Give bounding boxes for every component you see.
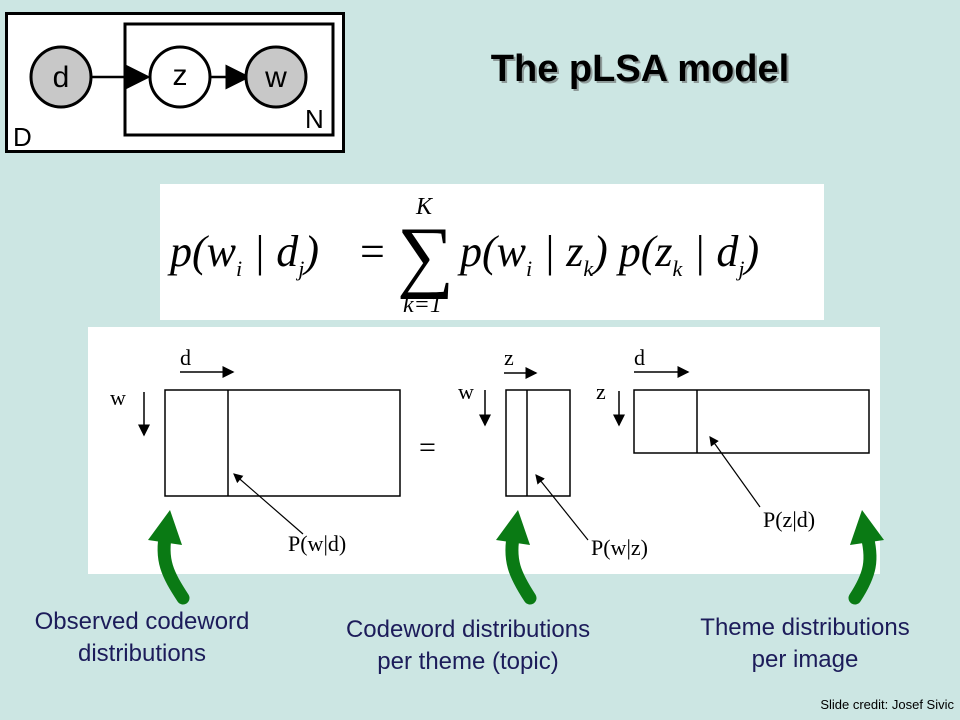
node-z-label: z bbox=[173, 59, 188, 92]
matrix1-pointer bbox=[233, 473, 304, 535]
matrix-factorization: d w P(w|d) = z w P(w|z) d z P(z|d) bbox=[110, 345, 870, 560]
caption-theme: Theme distributions per image bbox=[670, 612, 940, 676]
sum-symbol: ∑ bbox=[397, 212, 454, 300]
matrix-diagram: d w P(w|d) = z w P(w|z) d z P(z|d) bbox=[88, 327, 880, 574]
plate-d-label: D bbox=[13, 122, 32, 150]
arrow-codeword-head bbox=[496, 510, 530, 545]
caption-observed: Observed codeword distributions bbox=[12, 606, 272, 670]
node-w bbox=[244, 45, 308, 109]
caption-observed-line2: distributions bbox=[77, 640, 207, 667]
arrow-theme-head bbox=[850, 510, 884, 545]
node-z bbox=[148, 45, 212, 109]
sum-lower: k=1 bbox=[403, 292, 442, 318]
matrix3-pointer bbox=[709, 436, 761, 508]
graphical-model: d z w N D bbox=[5, 12, 345, 153]
matrix3-caption: P(z|d) bbox=[763, 507, 815, 532]
plate-n bbox=[123, 22, 335, 137]
formula-equals: = bbox=[360, 227, 385, 276]
matrix1-col-label: d bbox=[180, 345, 191, 370]
matrix1 bbox=[164, 389, 401, 497]
matrix1-caption: P(w|d) bbox=[288, 531, 346, 556]
arrow-observed-head bbox=[148, 510, 182, 545]
matrix3-col-label: d bbox=[634, 345, 645, 370]
sum-upper: K bbox=[415, 194, 434, 220]
matrix2 bbox=[505, 389, 571, 497]
caption-theme-line2: per image bbox=[751, 646, 859, 673]
caption-theme-line1: Theme distributions bbox=[700, 614, 910, 641]
node-d-label: d bbox=[53, 61, 70, 94]
node-d bbox=[29, 45, 93, 109]
matrix3-row-label: z bbox=[596, 379, 606, 404]
caption-codeword: Codeword distributions per theme (topic) bbox=[318, 614, 618, 678]
matrix2-pointer bbox=[535, 474, 589, 541]
caption-codeword-line1: Codeword distributions bbox=[345, 616, 591, 643]
matrix3 bbox=[633, 389, 870, 454]
node-w-label: w bbox=[264, 61, 287, 94]
matrix2-caption: P(w|z) bbox=[591, 535, 648, 560]
caption-codeword-line2: per theme (topic) bbox=[377, 648, 559, 675]
formula-rhs: p(wi | zk) p(zk | dj) bbox=[457, 227, 759, 281]
plate-diagram: d z w N D bbox=[13, 22, 335, 152]
matrix1-row-label: w bbox=[110, 385, 126, 410]
slide-title: The pLSA model bbox=[490, 48, 790, 90]
slide-credit: Slide credit: Josef Sivic bbox=[820, 697, 954, 712]
equals-sign: = bbox=[419, 431, 436, 464]
plate-n-label: N bbox=[305, 104, 324, 134]
formula-box: p(wi | dj) = ∑ K k=1 p(wi | zk) p(zk | d… bbox=[160, 184, 824, 320]
matrix2-col-label: z bbox=[504, 345, 514, 370]
caption-observed-line1: Observed codeword bbox=[34, 608, 250, 635]
formula-lhs: p(wi | dj) bbox=[167, 227, 319, 281]
matrix2-row-label: w bbox=[458, 379, 474, 404]
plsa-formula: p(wi | dj) = ∑ K k=1 p(wi | zk) p(zk | d… bbox=[167, 194, 759, 318]
